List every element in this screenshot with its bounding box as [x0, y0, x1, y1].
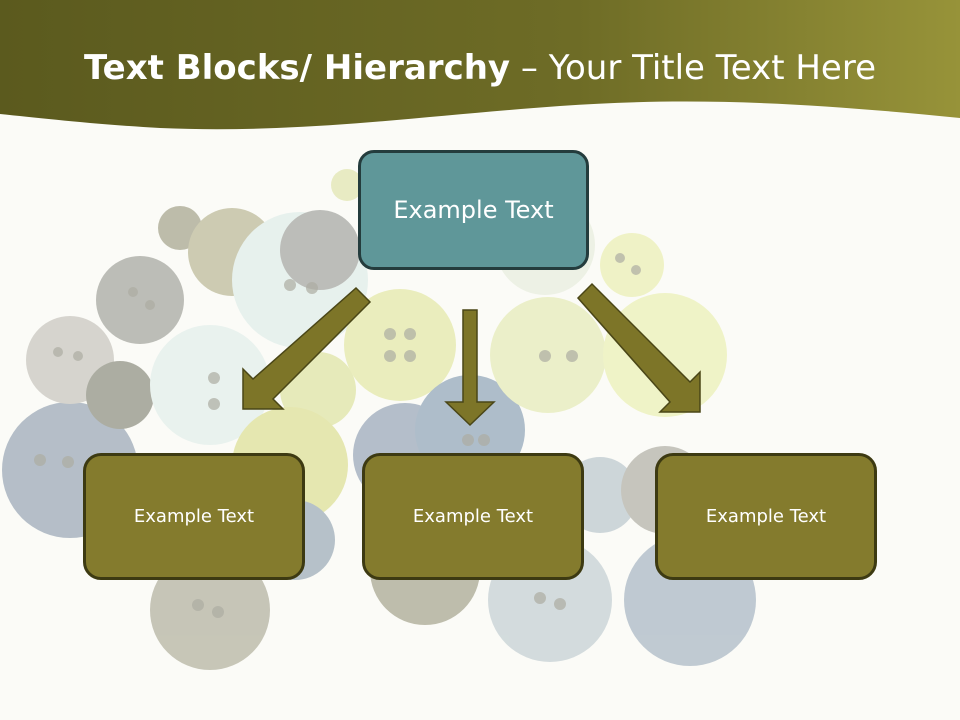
arrow-center	[444, 309, 496, 427]
top-box[interactable]: Example Text	[358, 150, 589, 270]
child-box-center[interactable]: Example Text	[362, 453, 584, 580]
arrow-right	[576, 282, 701, 413]
child-box-right[interactable]: Example Text	[655, 453, 877, 580]
top-box-label: Example Text	[393, 196, 554, 224]
slide-title: Text Blocks/ Hierarchy – Your Title Text…	[0, 48, 960, 88]
title-bold-text: Text Blocks/ Hierarchy	[83, 48, 511, 88]
header-band	[0, 0, 960, 130]
child-box-label: Example Text	[412, 506, 534, 527]
child-box-left[interactable]: Example Text	[83, 453, 305, 580]
child-box-label: Example Text	[705, 506, 827, 527]
title-rest-text: – Your Title Text Here	[510, 48, 876, 88]
child-box-label: Example Text	[133, 506, 255, 527]
arrow-left	[242, 286, 372, 410]
